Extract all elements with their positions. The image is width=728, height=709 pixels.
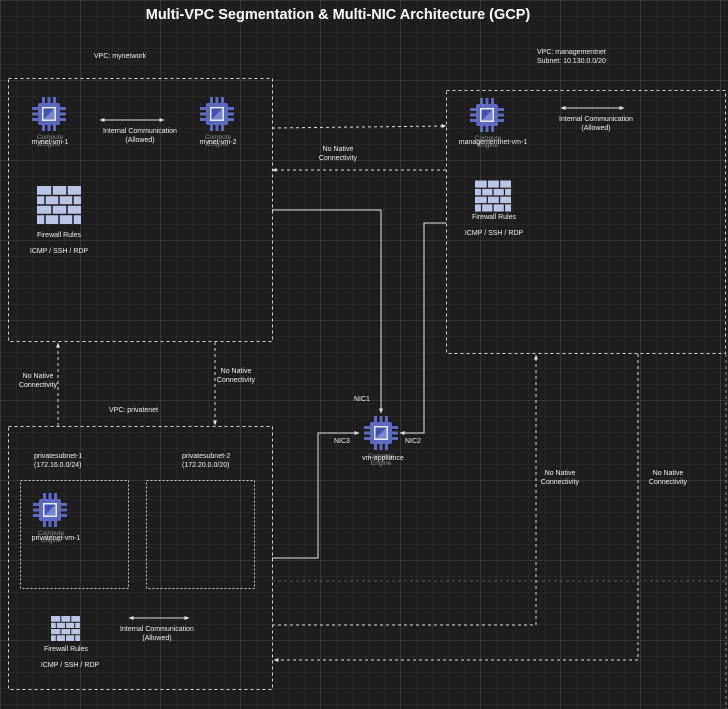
privatesubnet-1-cidr: (172.16.0.0/24) (34, 462, 82, 469)
privatesubnet-1-name: privatesubnet-1 (34, 453, 83, 460)
nic3-link (272, 431, 360, 559)
nic2-link (399, 222, 446, 435)
privatesubnet-2-boundary (146, 480, 255, 589)
firewall-icon[interactable] (51, 616, 80, 646)
vpc-privatenet-label: VPC: privatenet (109, 407, 159, 414)
firewall-label: Firewall Rules (472, 214, 516, 221)
dashed-arrow-mynet-to-mgmt (271, 124, 447, 129)
vm-name-privatenet-vm-1: privatenet-vm-1 (31, 535, 81, 542)
compute-engine-icon[interactable] (31, 491, 69, 529)
privatesubnet-1-boundary (20, 480, 129, 589)
firewall-rules-text: ICMP / SSH / RDP (29, 248, 89, 255)
vpc-mynetwork-boundary (8, 78, 273, 342)
nic2-label: NIC2 (405, 438, 421, 445)
firewall-label: Firewall Rules (44, 646, 88, 653)
firewall-icon[interactable] (475, 180, 511, 217)
vm-name-mynet-vm-1: mynet-vm-1 (31, 139, 69, 146)
internal-communication-label: Internal Communication(Allowed) (559, 116, 633, 132)
compute-engine-icon[interactable] (30, 95, 68, 133)
privatesubnet-2-name: privatesubnet-2 (182, 453, 231, 460)
vm-name-vm-appliance: vm-appliance (362, 455, 404, 462)
privatesubnet-2-cidr: (172.20.0.0/20) (182, 462, 230, 469)
vpc-managementnet-label: VPC: managementnet (537, 49, 606, 56)
firewall-icon[interactable] (37, 186, 81, 229)
internal-communication-label: Internal Communication(Allowed) (120, 626, 194, 642)
dashed-arrow-mgmt-to-private (273, 354, 639, 662)
internal-communication-label: Internal Communication(Allowed) (103, 128, 177, 144)
vm-name-mynet-vm-2: mynet-vm-2 (199, 139, 237, 146)
compute-engine-icon[interactable] (198, 95, 236, 133)
firewall-label: Firewall Rules (37, 232, 81, 239)
vpc-managementnet-boundary (446, 90, 726, 354)
vpc-managementnet-subnet: Subnet: 10.130.0.0/20 (537, 58, 606, 65)
nic1-link (272, 209, 383, 414)
vpc-mynetwork-label: VPC: mynetwork (94, 53, 147, 60)
vm-name-managementnet-vm-1: managementnet-vm-1 (458, 139, 528, 146)
compute-engine-icon[interactable] (468, 96, 506, 134)
nic1-label: NIC1 (354, 396, 370, 403)
dashed-arrow-private-to-mgmt (272, 354, 538, 626)
firewall-rules-text: ICMP / SSH / RDP (464, 230, 524, 237)
vpc-privatenet-boundary (8, 426, 273, 690)
nic3-label: NIC3 (334, 438, 350, 445)
compute-engine-icon[interactable] (362, 414, 400, 452)
firewall-rules-text: ICMP / SSH / RDP (40, 662, 100, 669)
diagram-title: Multi-VPC Segmentation & Multi-NIC Archi… (145, 7, 531, 23)
